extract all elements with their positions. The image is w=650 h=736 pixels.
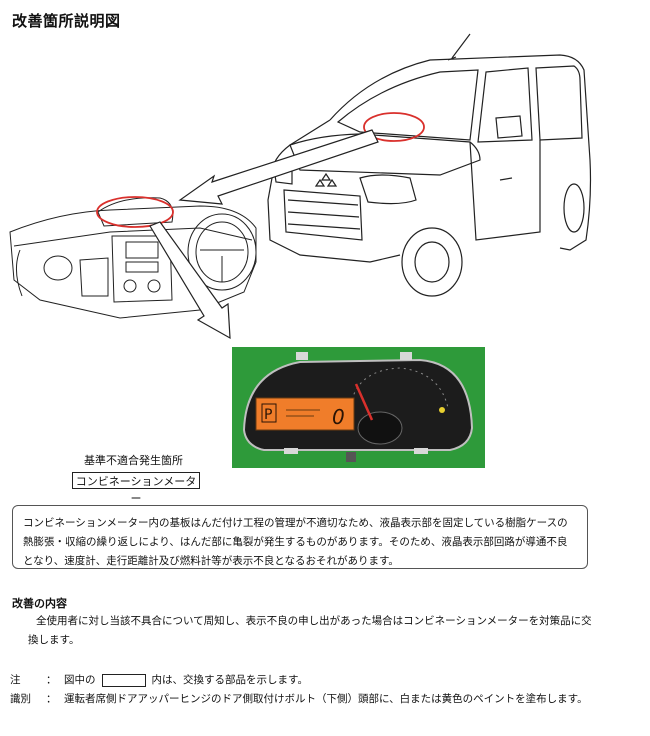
- note-colon: ：: [46, 674, 57, 686]
- improvement-heading: 改善の内容: [12, 597, 67, 610]
- part-name-box: コンビネーションメーター: [72, 472, 200, 505]
- note-key: 注: [10, 674, 21, 686]
- note-suffix: 内は、交換する部品を示します。: [151, 674, 308, 686]
- car-illustration: [267, 33, 592, 297]
- page-title: 改善箇所説明図: [12, 12, 121, 30]
- identification-key: 識別: [10, 693, 31, 705]
- improvement-body: 全使用者に対し当該不具合について周知し、表示不良の申し出があった場合はコンビネー…: [28, 615, 592, 646]
- figure: P 0: [9, 33, 592, 468]
- lcd-display: [255, 397, 355, 431]
- note-row: 注 ： 図中の 内は、交換する部品を示します。: [10, 671, 604, 690]
- defect-location-label: 基準不適合発生箇所: [84, 454, 183, 467]
- identification-row: 識別 ： 運転者席側ドアアッパーヒンジのドア側取付けボルト（下側）頭部に、白また…: [10, 690, 604, 709]
- lcd-speed: 0: [332, 405, 345, 429]
- identification-text: 運転者席側ドアアッパーヒンジのドア側取付けボルト（下側）頭部に、白または黄色のペ…: [64, 693, 588, 705]
- identification-colon: ：: [46, 693, 57, 705]
- dashboard-highlight-ellipse: [96, 196, 174, 228]
- note-text: 図中の 内は、交換する部品を示します。: [64, 671, 604, 690]
- meter-photo: P 0: [232, 347, 485, 468]
- inline-box-sample: [101, 673, 146, 687]
- defect-description: コンビネーションメーター内の基板はんだ付け工程の管理が不適切なため、液晶表示部を…: [12, 505, 588, 569]
- lcd-gear: P: [264, 407, 272, 423]
- pointer-arrow: [178, 129, 379, 205]
- pointer-arrow: [149, 221, 231, 340]
- car-highlight-ellipse: [363, 112, 425, 142]
- dashboard-illustration: [9, 197, 257, 319]
- note-prefix: 図中の: [64, 674, 96, 686]
